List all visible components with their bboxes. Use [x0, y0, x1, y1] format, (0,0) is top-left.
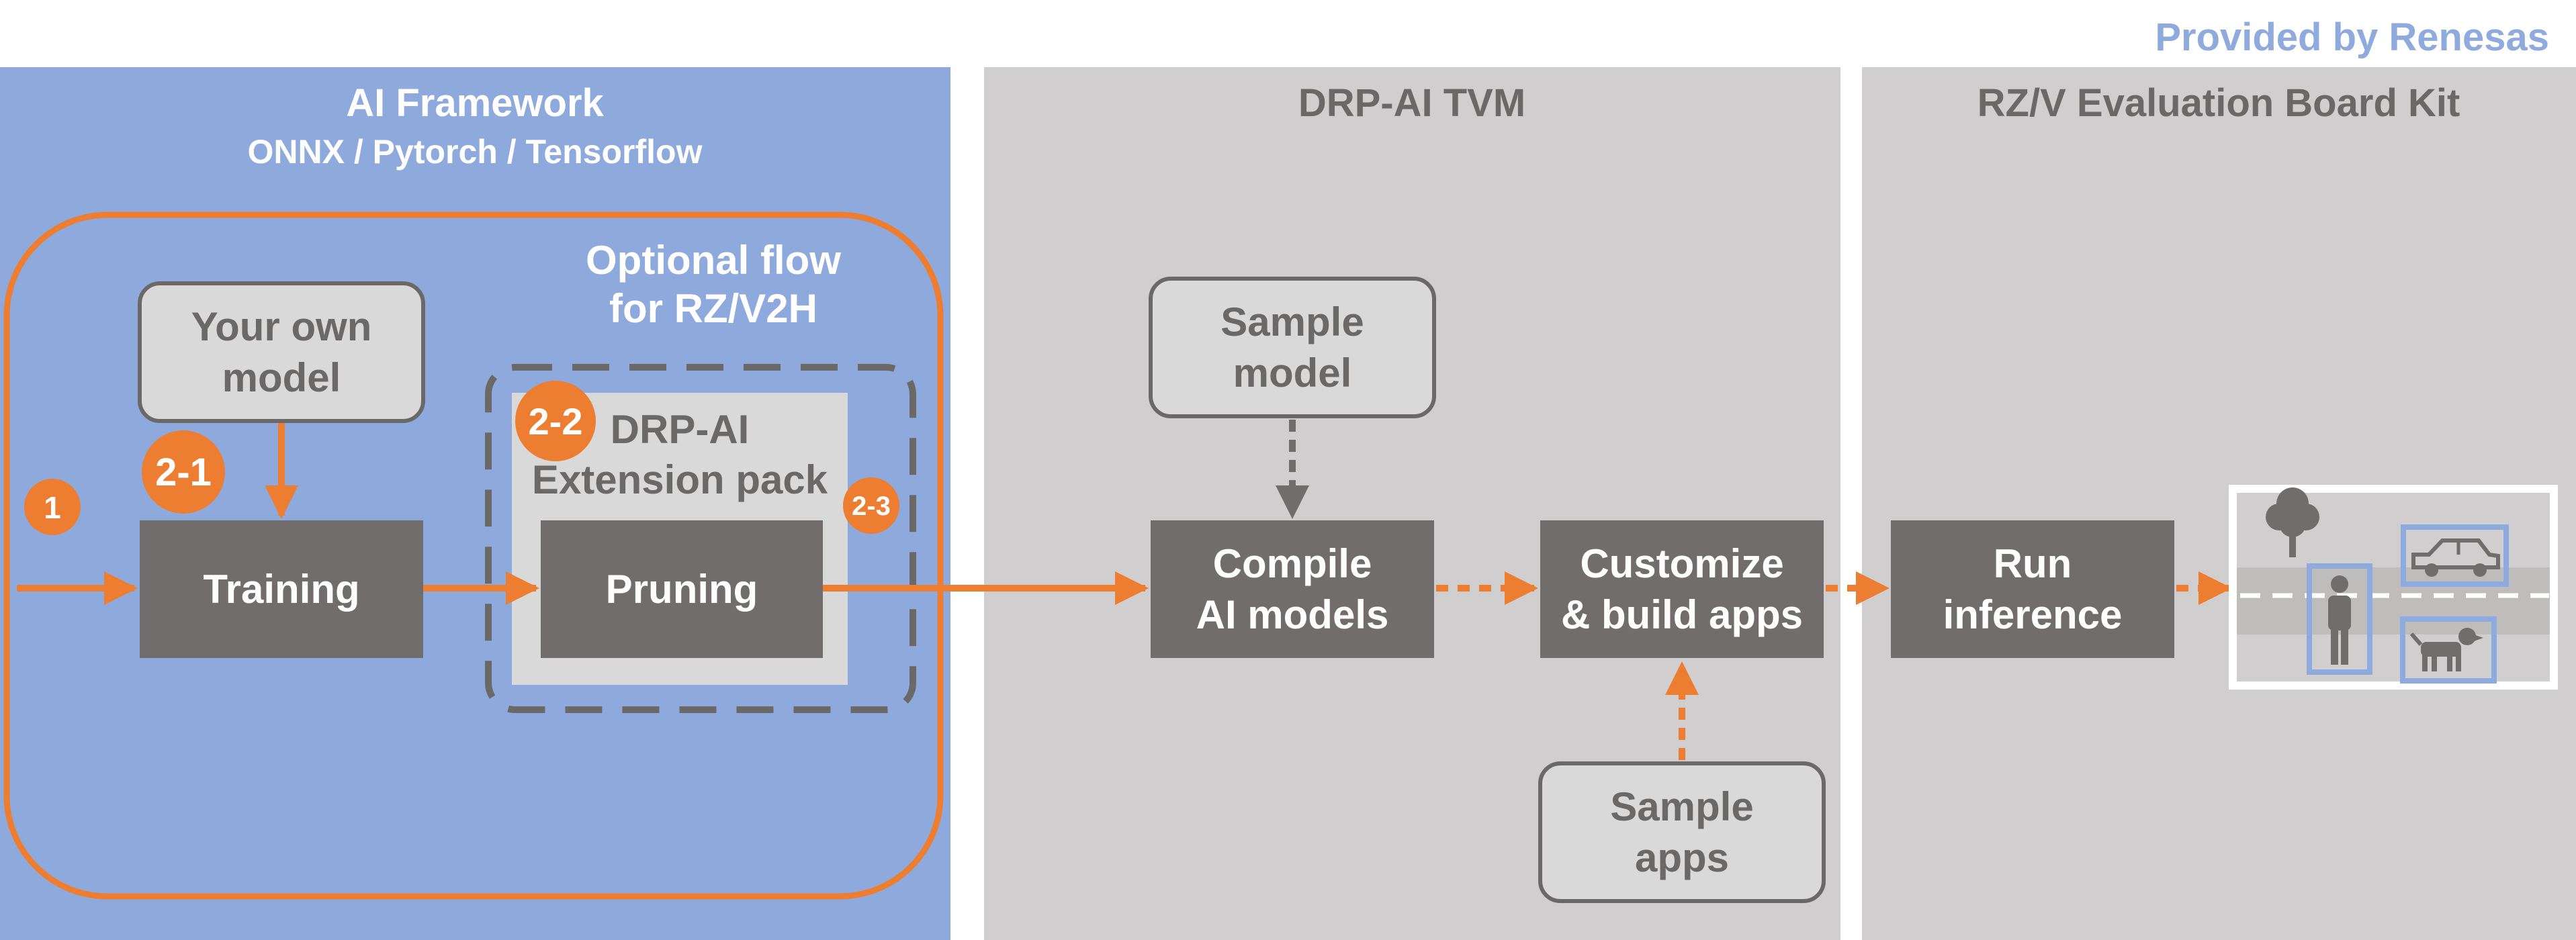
sample-apps-line1: Sample — [1610, 784, 1753, 829]
person-bounding-box — [2307, 563, 2372, 675]
compile-line2: AI models — [1196, 592, 1389, 637]
optional-flow-label-line1: Optional flow — [586, 238, 841, 283]
dog-bounding-box — [2400, 616, 2497, 684]
sample-apps-box — [1538, 761, 1826, 903]
optional-flow-label-line2: for RZ/V2H — [609, 286, 817, 331]
extension-pack-line2: Extension pack — [532, 457, 828, 502]
badge-2-3-label: 2-3 — [852, 491, 891, 521]
sample-model-box — [1149, 277, 1436, 418]
framework-outline — [3, 211, 944, 900]
ai-framework-title: AI Framework — [346, 81, 604, 125]
pruning-box — [541, 520, 823, 658]
tree-icon — [2266, 487, 2319, 557]
sample-model-line1: Sample — [1220, 299, 1364, 344]
customize-line2: & build apps — [1561, 592, 1803, 637]
compile-box — [1151, 520, 1434, 658]
training-label: Training — [203, 567, 359, 612]
pruning-label: Pruning — [606, 567, 758, 612]
your-own-model-line2: model — [222, 355, 341, 400]
ai-framework-subtitle: ONNX / Pytorch / Tensorflow — [248, 133, 703, 171]
run-inference-box — [1891, 520, 2174, 658]
your-own-model-box — [138, 281, 425, 423]
badge-1 — [24, 479, 81, 535]
run-inference-line2: inference — [1943, 592, 2123, 637]
extension-pack-line1: DRP-AI — [611, 407, 750, 452]
optional-flow-group — [485, 364, 916, 713]
training-box — [140, 520, 423, 658]
your-own-model-line1: Your own — [191, 304, 372, 349]
badge-1-label: 1 — [44, 490, 61, 525]
car-icon — [2411, 538, 2500, 577]
car-bounding-box — [2401, 524, 2509, 587]
compile-line1: Compile — [1213, 541, 1372, 586]
sample-apps-line2: apps — [1635, 835, 1729, 880]
customize-box — [1540, 520, 1824, 658]
customize-line1: Customize — [1580, 541, 1783, 586]
badge-2-2-label: 2-2 — [529, 400, 583, 442]
dog-icon — [2409, 628, 2483, 671]
person-icon — [2328, 575, 2351, 665]
sample-model-line2: model — [1233, 350, 1352, 395]
badge-2-1 — [142, 430, 225, 514]
badge-2-3 — [843, 477, 899, 534]
drp-ai-tvm-title: DRP-AI TVM — [1298, 81, 1525, 125]
eval-board-title: RZ/V Evaluation Board Kit — [1978, 81, 2460, 125]
detection-scene — [2229, 485, 2558, 690]
badge-2-2 — [515, 381, 596, 461]
provided-by-label: Provided by Renesas — [2155, 15, 2549, 59]
road — [2237, 567, 2550, 634]
run-inference-line1: Run — [1994, 541, 2072, 586]
badge-2-1-label: 2-1 — [155, 451, 212, 494]
